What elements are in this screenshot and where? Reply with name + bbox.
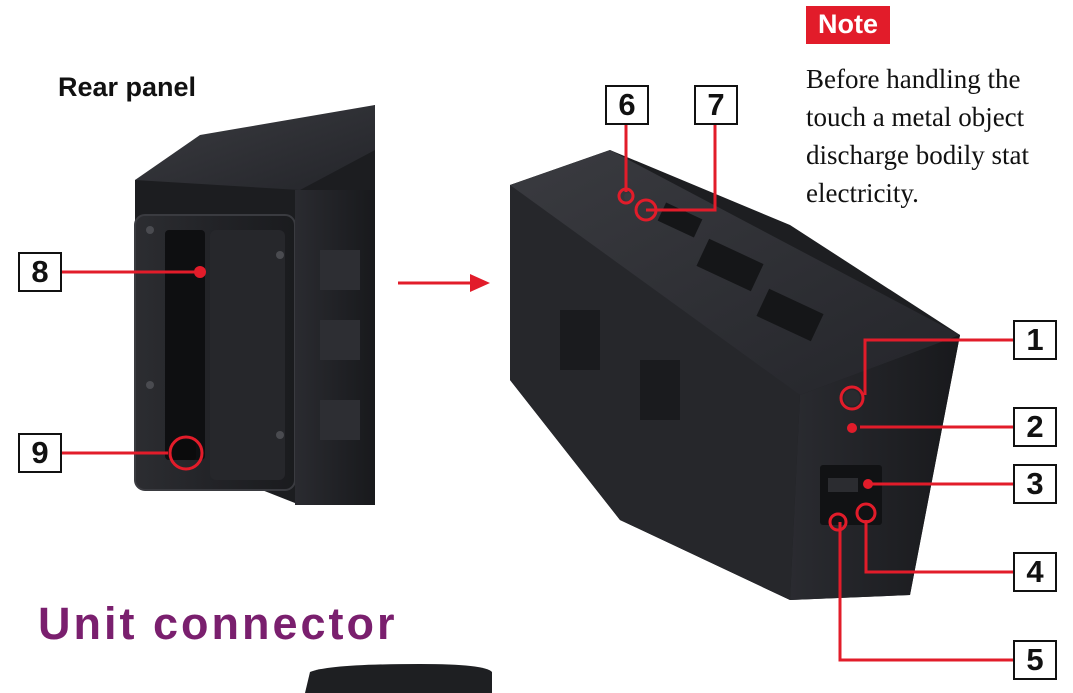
marker-4 — [855, 502, 877, 524]
callout-1: 1 — [1013, 320, 1057, 360]
rear-panel-device — [134, 105, 375, 505]
callout-9: 9 — [18, 433, 62, 473]
note-badge: Note — [806, 6, 890, 44]
note-line: discharge bodily stat — [806, 140, 1029, 170]
unit-connector-heading: Unit connector — [38, 598, 398, 649]
callout-markers — [168, 187, 877, 532]
note-text: Before handling the touch a metal object… — [806, 60, 1073, 212]
unit-connector-image — [305, 664, 492, 693]
marker-6 — [617, 187, 635, 205]
note-line: touch a metal object — [806, 102, 1025, 132]
callout-4: 4 — [1013, 552, 1057, 592]
marker-7 — [634, 198, 658, 222]
transition-arrow — [398, 274, 490, 292]
main-unit-device — [510, 150, 960, 600]
leader-line-1 — [863, 338, 1013, 395]
marker-2 — [847, 423, 857, 433]
leader-lines — [60, 120, 1013, 662]
callout-5: 5 — [1013, 640, 1057, 680]
marker-3 — [863, 479, 873, 489]
callout-8: 8 — [18, 252, 62, 292]
note-line: Before handling the — [806, 64, 1021, 94]
marker-8 — [194, 266, 206, 278]
callout-2: 2 — [1013, 407, 1057, 447]
callout-6: 6 — [605, 85, 649, 125]
marker-5 — [828, 512, 848, 532]
rear-panel-heading: Rear panel — [58, 72, 197, 102]
callout-3: 3 — [1013, 464, 1057, 504]
leader-line-4 — [864, 520, 1013, 574]
marker-9 — [168, 435, 204, 471]
callout-7: 7 — [694, 85, 738, 125]
marker-1 — [839, 385, 865, 411]
leader-line-7 — [646, 122, 717, 212]
leader-line-5 — [838, 522, 1013, 662]
note-line: electricity. — [806, 178, 919, 208]
